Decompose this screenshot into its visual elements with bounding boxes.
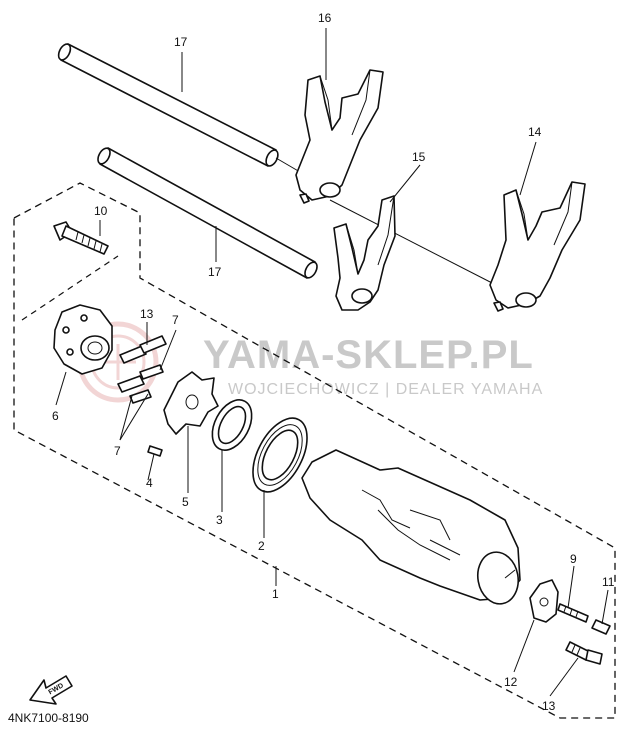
part-label-8: 10 bbox=[94, 204, 108, 218]
watermark-brand: YAMA-SKLEP.PL bbox=[203, 333, 534, 377]
fwd-arrow-icon: FWD bbox=[29, 675, 73, 705]
part-labels: 17 17 16 15 14 10 13 7 7 6 4 5 3 2 1 9 1… bbox=[52, 11, 615, 713]
pin-9 bbox=[557, 603, 589, 623]
washer-3 bbox=[211, 399, 253, 451]
part-label-7: 7 bbox=[114, 444, 121, 458]
part-label-9: 9 bbox=[570, 552, 577, 566]
part-label-10: 11 bbox=[602, 575, 615, 589]
watermark: YAMA-SKLEP.PL WOJCIECHOWICZ | DEALER YAM… bbox=[77, 321, 543, 403]
screw-12 bbox=[565, 641, 603, 665]
part-label-17: 17 bbox=[174, 35, 188, 49]
part-label-2: 2 bbox=[258, 539, 265, 553]
shift-fork-shaft-upper bbox=[57, 43, 279, 167]
part-label-7: 7 bbox=[172, 313, 179, 327]
part-label-14: 14 bbox=[528, 125, 542, 139]
part-label-15: 15 bbox=[412, 150, 426, 164]
watermark-subtitle: WOJCIECHOWICZ | DEALER YAMAHA bbox=[228, 381, 543, 398]
shift-fork-shaft-lower bbox=[97, 147, 318, 279]
segment-6 bbox=[53, 304, 113, 375]
screw-8 bbox=[53, 221, 109, 255]
axis-line bbox=[275, 157, 301, 173]
part-label-13: 13 bbox=[140, 307, 154, 321]
screw-boundary bbox=[21, 255, 119, 321]
bearing-2 bbox=[252, 417, 308, 493]
part-label-12: 13 bbox=[542, 699, 556, 713]
part-label-17: 17 bbox=[208, 265, 222, 279]
axis-line bbox=[329, 199, 497, 286]
shift-drum bbox=[301, 449, 521, 605]
part-label-11: 12 bbox=[504, 675, 518, 689]
part-label-3: 3 bbox=[216, 513, 223, 527]
star-plate-5 bbox=[163, 371, 219, 435]
part-label-6: 6 bbox=[52, 409, 59, 423]
part-label-5: 5 bbox=[182, 495, 189, 509]
pin-9-threads bbox=[563, 605, 579, 618]
shift-fork-14 bbox=[489, 181, 586, 312]
shift-fork-15 bbox=[333, 195, 396, 311]
part-label-16: 16 bbox=[318, 11, 332, 25]
part-label-4: 4 bbox=[146, 476, 153, 490]
shift-fork-16 bbox=[295, 69, 384, 204]
pin-10 bbox=[591, 619, 611, 635]
pin-4 bbox=[147, 445, 163, 457]
leader-lines bbox=[55, 28, 609, 697]
stopper-plate-11 bbox=[529, 579, 559, 623]
part-label-1: 1 bbox=[272, 587, 279, 601]
pins-7 bbox=[117, 335, 167, 404]
assembly-boundary bbox=[13, 182, 616, 719]
drawing-code: 4NK7100-8190 bbox=[8, 711, 89, 725]
